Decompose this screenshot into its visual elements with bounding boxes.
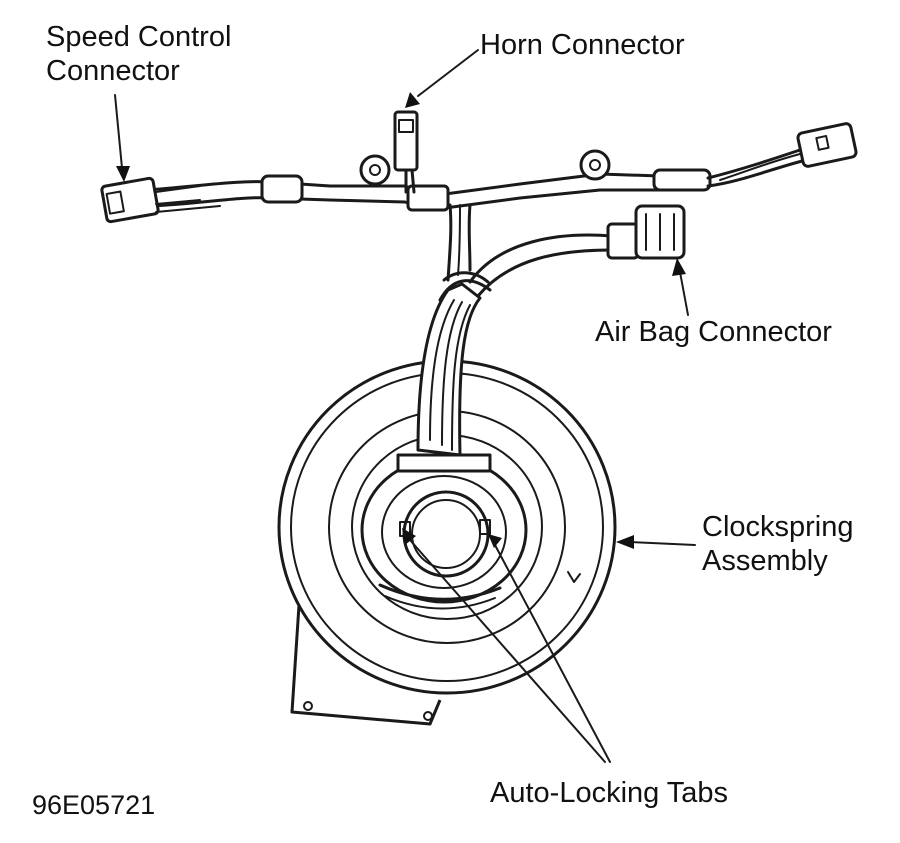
pointer-speed-control xyxy=(114,94,130,182)
clockspring-body xyxy=(277,359,617,695)
clockspring-label-line1: Clockspring xyxy=(702,511,854,543)
bracket-screw-left xyxy=(303,701,313,711)
speed-control-label-line1: Speed Control xyxy=(46,21,232,53)
clockspring-label-line2: Assembly xyxy=(702,545,828,577)
air-bag-connector-label: Air Bag Connector xyxy=(595,316,832,348)
right-connector-shape xyxy=(796,122,858,168)
wire-bundle xyxy=(396,203,614,473)
speed-control-label-line2: Connector xyxy=(46,55,180,87)
speed-control-connector-shape xyxy=(100,176,221,224)
horn-connector-shape xyxy=(393,110,419,194)
pointer-air-bag xyxy=(672,258,689,316)
speed-control-connector-label: Speed Control Connector xyxy=(46,20,231,88)
bracket-screw-right xyxy=(423,711,433,721)
clockspring-assembly-label: Clockspring Assembly xyxy=(702,510,854,578)
horn-connector-label: Horn Connector xyxy=(480,29,685,61)
pointer-horn xyxy=(405,49,479,108)
figure-id-label: 96E05721 xyxy=(32,790,156,820)
air-bag-connector-shape xyxy=(606,204,686,260)
pointer-auto-locking xyxy=(402,528,611,763)
main-harness xyxy=(146,148,808,212)
auto-locking-tabs-label: Auto-Locking Tabs xyxy=(490,777,729,809)
pointer-clockspring xyxy=(616,535,696,549)
